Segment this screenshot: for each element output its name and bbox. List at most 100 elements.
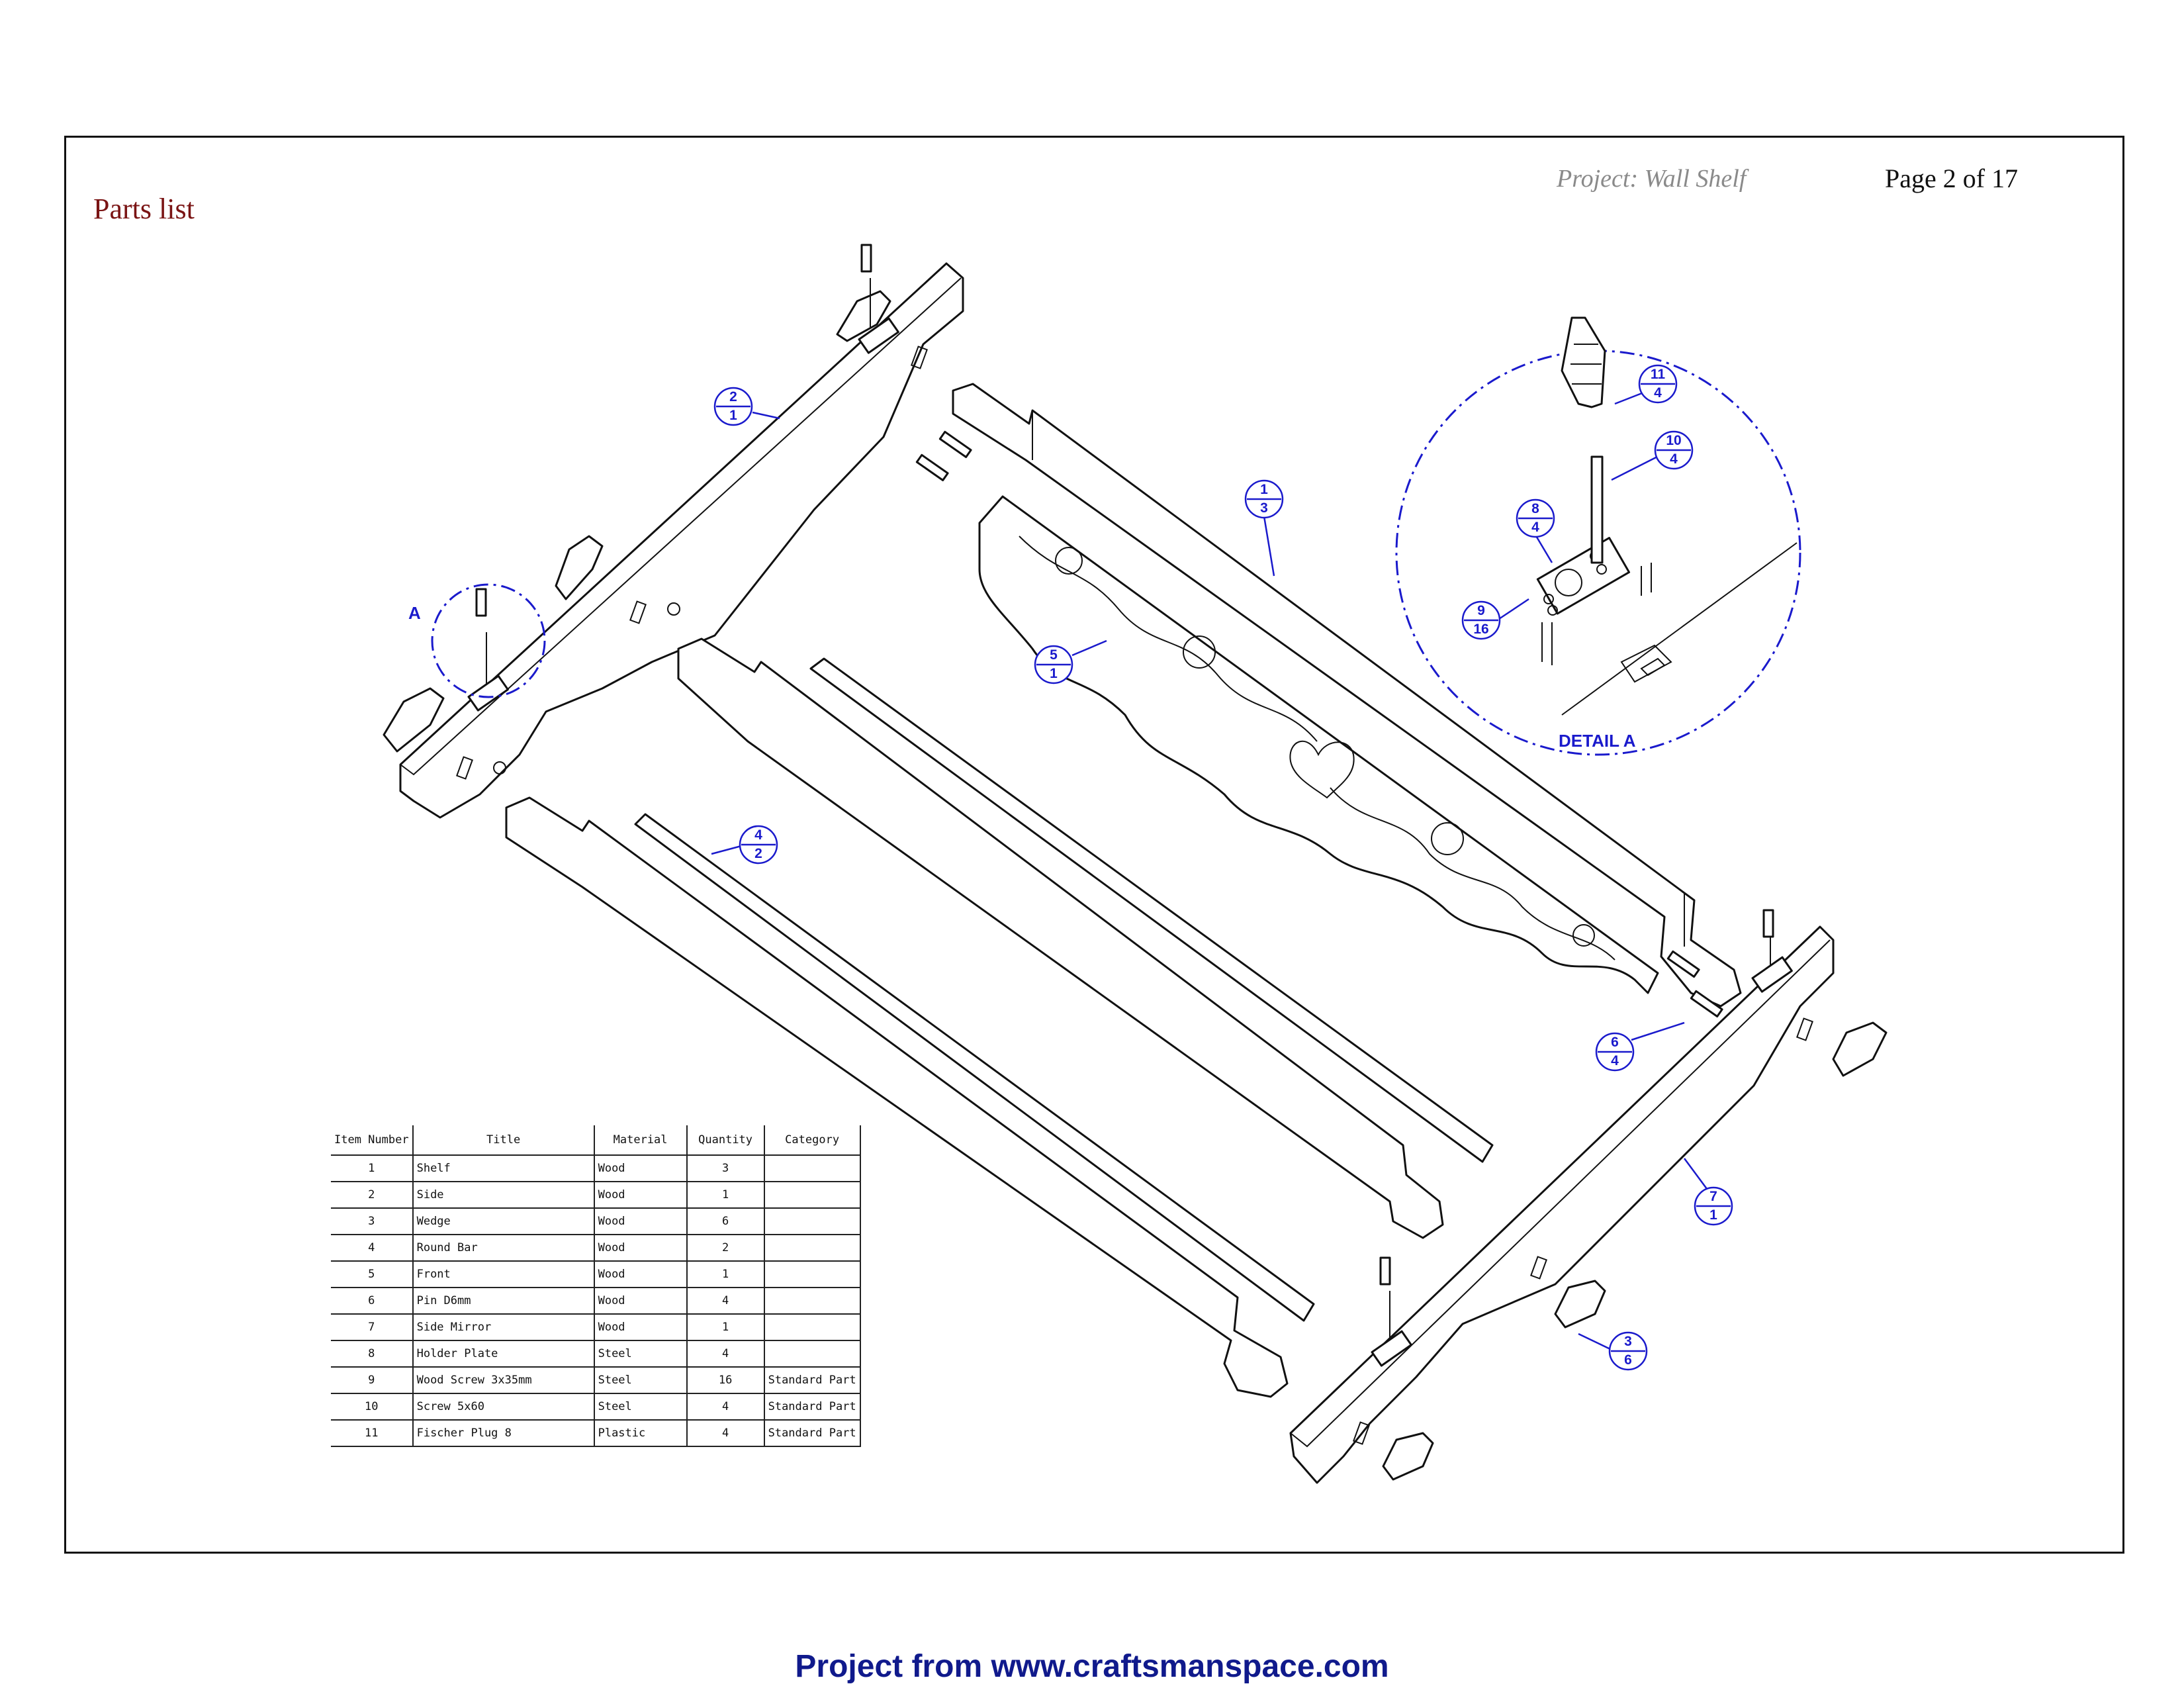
svg-text:4: 4 bbox=[1670, 451, 1678, 467]
wedge bbox=[383, 687, 445, 753]
table-row: 2 Side Wood 1 bbox=[331, 1181, 861, 1209]
cell: Standard Part bbox=[763, 1419, 861, 1447]
cell: Holder Plate bbox=[412, 1340, 595, 1368]
pin bbox=[938, 430, 972, 458]
table-row: 4 Round Bar Wood 2 bbox=[331, 1234, 861, 1262]
table-row: 11 Fischer Plug 8 Plastic 4 Standard Par… bbox=[331, 1419, 861, 1447]
column-header: Quantity bbox=[686, 1125, 765, 1156]
balloon-item-10: 10 4 bbox=[1654, 430, 1694, 470]
cell: Side Mirror bbox=[412, 1313, 595, 1341]
cell bbox=[763, 1154, 861, 1182]
cell: 3 bbox=[331, 1207, 414, 1235]
cell: 8 bbox=[331, 1340, 414, 1368]
side-mirror-part bbox=[1289, 925, 1835, 1484]
svg-text:4: 4 bbox=[1531, 520, 1539, 535]
footer-link-text[interactable]: Project from www.craftsmanspace.com bbox=[795, 1649, 1389, 1684]
table-row: 3 Wedge Wood 6 bbox=[331, 1207, 861, 1235]
cell: Pin D6mm bbox=[412, 1287, 595, 1315]
balloon-item-11: 11 4 bbox=[1638, 364, 1678, 404]
pin bbox=[1666, 950, 1700, 978]
pin bbox=[1690, 990, 1723, 1017]
parts-list-table: Item Number Title Material Quantity Cate… bbox=[331, 1125, 861, 1447]
column-header: Title bbox=[412, 1125, 595, 1156]
svg-text:1: 1 bbox=[1260, 482, 1268, 497]
balloon-item-9: 9 16 bbox=[1461, 600, 1501, 640]
page-title: Parts list bbox=[93, 193, 195, 225]
cell: Wood bbox=[593, 1313, 688, 1341]
cell: Side bbox=[412, 1181, 595, 1209]
shelf-top bbox=[952, 383, 1742, 1008]
svg-text:1: 1 bbox=[729, 408, 737, 423]
detail-callout-circle bbox=[431, 583, 546, 698]
detail-title: DETAIL A bbox=[1559, 731, 1636, 751]
balloon-item-2: 2 1 bbox=[713, 387, 753, 426]
cell: 16 bbox=[686, 1366, 765, 1394]
cell: Shelf bbox=[412, 1154, 595, 1182]
table-row: 6 Pin D6mm Wood 4 bbox=[331, 1287, 861, 1315]
svg-text:6: 6 bbox=[1611, 1035, 1619, 1050]
svg-text:11: 11 bbox=[1651, 367, 1666, 382]
shelf-bottom bbox=[505, 796, 1289, 1398]
cell: Wood Screw 3x35mm bbox=[412, 1366, 595, 1394]
cell: Front bbox=[412, 1260, 595, 1288]
cell: Wood bbox=[593, 1287, 688, 1315]
cell: 4 bbox=[686, 1287, 765, 1315]
cell: 2 bbox=[686, 1234, 765, 1262]
cell: 11 bbox=[331, 1419, 414, 1447]
balloon-leaders bbox=[711, 386, 1710, 1350]
cell bbox=[763, 1181, 861, 1209]
cell: Plastic bbox=[593, 1419, 688, 1447]
cell: Wood bbox=[593, 1154, 688, 1182]
page-number: Page 2 of 17 bbox=[1885, 164, 2019, 193]
drawing-frame bbox=[64, 136, 2124, 1554]
holder-plate-assembly bbox=[1751, 909, 1793, 993]
svg-text:9: 9 bbox=[1477, 603, 1485, 618]
cell bbox=[763, 1340, 861, 1368]
cell: 5 bbox=[331, 1260, 414, 1288]
table-row: 10 Screw 5x60 Steel 4 Standard Part bbox=[331, 1393, 861, 1421]
svg-text:16: 16 bbox=[1473, 622, 1488, 637]
svg-text:4: 4 bbox=[1654, 385, 1662, 400]
detail-a-view bbox=[1395, 316, 1801, 756]
svg-text:3: 3 bbox=[1624, 1334, 1632, 1349]
svg-text:2: 2 bbox=[754, 846, 762, 861]
detail-callout-label: A bbox=[408, 603, 421, 623]
cell: 1 bbox=[686, 1260, 765, 1288]
column-header: Category bbox=[763, 1125, 861, 1156]
cell: Fischer Plug 8 bbox=[412, 1419, 595, 1447]
cell: 1 bbox=[686, 1313, 765, 1341]
svg-text:10: 10 bbox=[1666, 433, 1681, 448]
cell: 4 bbox=[331, 1234, 414, 1262]
holder-plate-assembly bbox=[858, 244, 899, 354]
wedge bbox=[1832, 1021, 1888, 1077]
column-header: Material bbox=[593, 1125, 688, 1156]
cell: 1 bbox=[686, 1181, 765, 1209]
cell: 4 bbox=[686, 1340, 765, 1368]
wedge bbox=[1554, 1280, 1606, 1329]
table-row: 5 Front Wood 1 bbox=[331, 1260, 861, 1288]
balloon-item-8: 8 4 bbox=[1516, 498, 1555, 538]
cell: Wood bbox=[593, 1207, 688, 1235]
svg-text:3: 3 bbox=[1260, 500, 1268, 516]
svg-text:5: 5 bbox=[1050, 647, 1058, 663]
pin bbox=[915, 453, 949, 481]
table-row: 1 Shelf Wood 3 bbox=[331, 1154, 861, 1182]
shelf-middle bbox=[677, 637, 1444, 1239]
wedge bbox=[836, 290, 891, 342]
project-name: Project: Wall Shelf bbox=[1557, 165, 1747, 193]
cell bbox=[763, 1313, 861, 1341]
svg-text:8: 8 bbox=[1531, 501, 1539, 516]
cell: Wood bbox=[593, 1234, 688, 1262]
svg-text:1: 1 bbox=[1709, 1207, 1717, 1223]
balloon-item-6: 6 4 bbox=[1595, 1032, 1635, 1072]
cell bbox=[763, 1234, 861, 1262]
cell: 1 bbox=[331, 1154, 414, 1182]
cell: 7 bbox=[331, 1313, 414, 1341]
cell: Round Bar bbox=[412, 1234, 595, 1262]
svg-text:7: 7 bbox=[1709, 1189, 1717, 1204]
balloon-item-4: 4 2 bbox=[739, 825, 778, 865]
cell: Steel bbox=[593, 1340, 688, 1368]
cell: Standard Part bbox=[763, 1393, 861, 1421]
cell: 3 bbox=[686, 1154, 765, 1182]
